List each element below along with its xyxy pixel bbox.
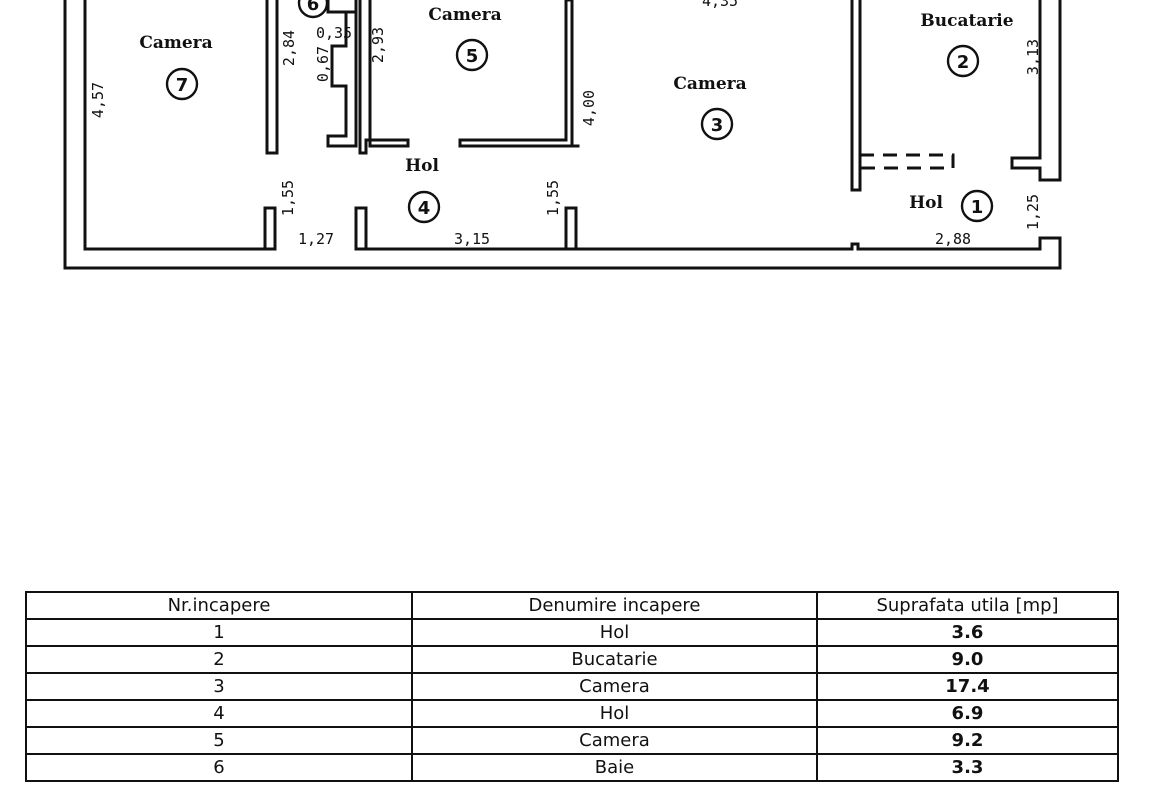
dimension-1-27: 1,27 [298, 230, 334, 248]
dimension-4-35: 4,35 [702, 0, 738, 10]
cell-room-number: 2 [25, 645, 413, 674]
room-2-label: Bucatarie [920, 11, 1013, 31]
cell-room-area: 3.6 [816, 618, 1119, 647]
dimension-2-84: 2,84 [280, 30, 298, 66]
cell-room-number: 4 [25, 699, 413, 728]
cell-room-area: 9.2 [816, 726, 1119, 755]
dimension-3-15: 3,15 [454, 230, 490, 248]
kitchen-right-wall [1010, 0, 1062, 182]
room-4-label: Hol [405, 156, 439, 176]
room-1-badge: 1 [960, 189, 994, 223]
table-row: 1 Hol 3.6 [25, 618, 1119, 647]
inner-wall-bottom-f [850, 236, 1062, 251]
room-7-badge: 7 [165, 67, 199, 101]
header-room-number: Nr.incapere [25, 591, 413, 620]
floor-plan: Camera Camera Camera Bucatarie Hol Hol 7… [63, 0, 1062, 270]
room-5-number: 5 [466, 46, 479, 67]
room-6-number: 6 [307, 0, 320, 15]
room-4-number: 4 [418, 198, 431, 219]
dimension-1-25: 1,25 [1024, 194, 1042, 230]
cell-room-area: 17.4 [816, 672, 1119, 701]
room-1-label: Hol [909, 193, 943, 213]
rooms-area-table: Nr.incapere Denumire incapere Suprafata … [25, 591, 1119, 782]
room-2-badge: 2 [946, 44, 980, 78]
table-header-row: Nr.incapere Denumire incapere Suprafata … [25, 591, 1119, 620]
dimension-4-57: 4,57 [89, 82, 107, 118]
inner-wall-bottom-d [564, 206, 578, 251]
room-2-number: 2 [957, 52, 970, 73]
cell-room-number: 6 [25, 753, 413, 782]
cell-room-name: Baie [411, 753, 818, 782]
table-row: 4 Hol 6.9 [25, 699, 1119, 728]
walls [63, 0, 1062, 270]
table-row: 2 Bucatarie 9.0 [25, 645, 1119, 674]
cell-room-number: 3 [25, 672, 413, 701]
room-5-badge: 5 [455, 38, 489, 72]
cell-room-name: Camera [411, 726, 818, 755]
room-1-number: 1 [971, 197, 984, 218]
dimension-1-55-right: 1,55 [544, 180, 562, 216]
cell-room-name: Camera [411, 672, 818, 701]
dimension-0-35: 0,35 [316, 24, 352, 42]
cell-room-number: 1 [25, 618, 413, 647]
outer-wall-left [63, 0, 1062, 270]
cell-room-area: 3.3 [816, 753, 1119, 782]
header-room-name: Denumire incapere [411, 591, 818, 620]
table-row: 5 Camera 9.2 [25, 726, 1119, 755]
dimension-2-88: 2,88 [935, 230, 971, 248]
partition-6-5 [358, 0, 410, 155]
room-4-badge: 4 [407, 190, 441, 224]
dimension-0-67: 0,67 [314, 46, 332, 82]
room-3-number: 3 [711, 115, 724, 136]
cell-room-name: Bucatarie [411, 645, 818, 674]
cell-room-name: Hol [411, 699, 818, 728]
header-usable-area: Suprafata utila [mp] [816, 591, 1119, 620]
partition-3-2 [850, 0, 862, 192]
room-7-number: 7 [176, 75, 189, 96]
table-row: 3 Camera 17.4 [25, 672, 1119, 701]
inner-wall-bottom-a [263, 206, 277, 251]
inner-wall-bottom-b [354, 206, 368, 251]
inner-wall-left [83, 0, 270, 251]
dimension-2-93: 2,93 [369, 27, 387, 63]
kitchen-counter [860, 153, 955, 170]
cell-room-area: 6.9 [816, 699, 1119, 728]
bath-step-wall [326, 10, 358, 148]
room-7-label: Camera [139, 33, 212, 53]
room-5-label: Camera [428, 5, 501, 25]
cell-room-name: Hol [411, 618, 818, 647]
cell-room-number: 5 [25, 726, 413, 755]
dimension-3-13: 3,13 [1024, 39, 1042, 75]
table-row: 6 Baie 3.3 [25, 753, 1119, 782]
room-3-label: Camera [673, 74, 746, 94]
dimension-1-55-left: 1,55 [279, 180, 297, 216]
cell-room-area: 9.0 [816, 645, 1119, 674]
room-3-badge: 3 [700, 107, 734, 141]
partition-7-6 [265, 0, 279, 155]
bath-wall [326, 0, 358, 14]
dimension-4-00: 4,00 [580, 90, 598, 126]
room-6-badge: 6 [297, 0, 329, 19]
